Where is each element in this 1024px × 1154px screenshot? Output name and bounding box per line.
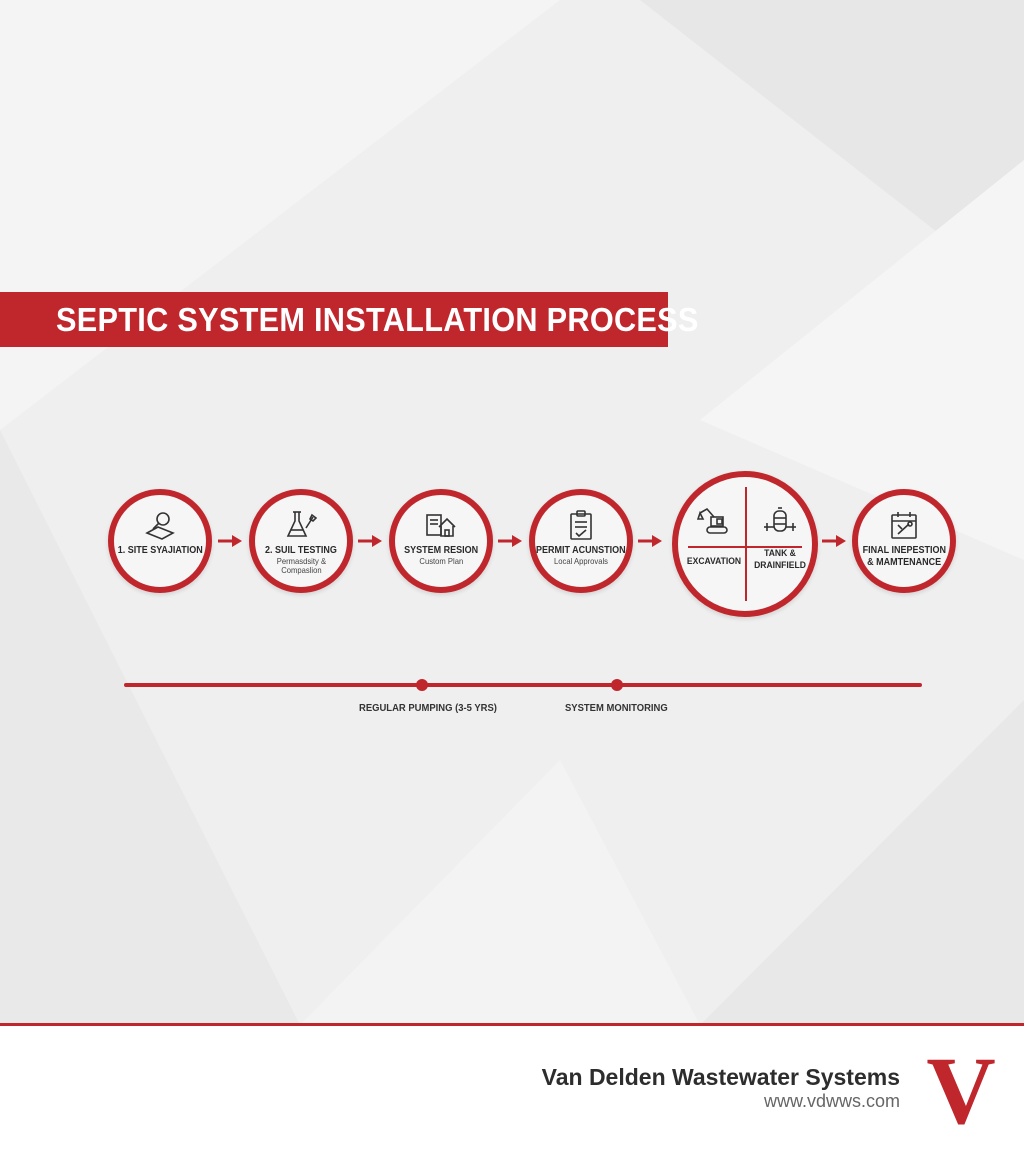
step-label: PERMIT ACUNSTION [536,545,626,556]
timeline-label-pumping: REGULAR PUMPING (3-5 YRS) [359,702,497,714]
calendar-tools-icon [891,512,917,539]
divider [745,487,747,601]
company-name: Van Delden Wastewater Systems [541,1064,900,1090]
drainfield-label: DRAINFIELD [754,559,806,571]
step-label: 2. SUIL TESTING [265,545,337,556]
tank-icon [764,507,796,532]
step-sub-label: Custom Plan [419,555,463,566]
excavation-half: EXCAVATION [682,507,746,568]
timeline-label-monitoring: SYSTEM MONITORING [565,702,668,714]
title-banner: SEPTIC SYSTEM INSTALLATION PROCESS [0,292,698,347]
footer-divider [0,1023,1024,1026]
maintenance-timeline [124,683,922,687]
company-logo: V [926,1047,995,1131]
step-permit-acquisition: PERMIT ACUNSTION Local Approvals [529,489,633,593]
arrow-icon [358,535,382,547]
background-pattern [0,0,1024,1025]
footer [0,1026,1024,1154]
step-label: SYSTEM RESION [403,545,479,556]
arrow-icon [218,535,242,547]
company-url: www.vdwws.com [763,1091,900,1111]
excavator-icon [696,507,728,534]
magnifier-icon [145,512,175,540]
page-title: SEPTIC SYSTEM INSTALLATION PROCESS [56,300,699,338]
step-final-inspection-maintenance: FINAL INEPESTION & MAMTENANCE [852,489,956,593]
tank-label: TANK & [764,548,796,559]
svg-text:V: V [926,1047,995,1131]
arrow-icon [822,535,846,547]
final-label-1: FINAL INEPESTION [862,545,946,556]
timeline-marker [611,679,623,691]
tank-drainfield-half: TANK & DRAINFIELD [748,507,812,572]
house-blueprint-icon [426,514,456,537]
clipboard-check-icon [570,510,592,540]
step-soil-testing: 2. SUIL TESTING Permasdsity & Compaslion [249,489,353,593]
step-sub-label-2: Compaslion [280,565,322,576]
step-site-evaluation: 1. SITE SYAJIATION [108,489,212,593]
arrow-icon [638,535,662,547]
divider [688,546,802,548]
final-label-2: & MAMTENANCE [867,556,941,568]
arrow-icon [498,535,522,547]
step-system-design: SYSTEM RESION Custom Plan [389,489,493,593]
step-sub-label: Permasdsity & [276,555,326,566]
timeline-marker [416,679,428,691]
step-excavation-tank-drainfield: EXCAVATION TANK & DRAINFIELD [672,471,818,617]
step-sub-label: Local Approvals [553,555,608,566]
flask-shovel-icon [286,511,317,537]
excavation-label: EXCAVATION [686,556,742,567]
step-label: 1. SITE SYAJIATION [117,545,203,556]
